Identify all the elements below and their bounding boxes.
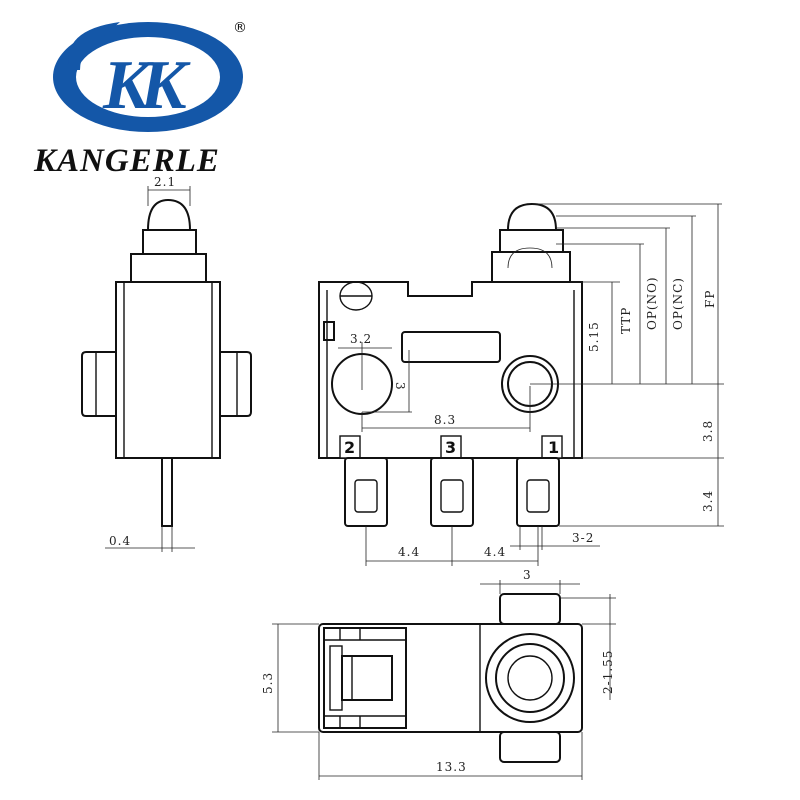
dim-plunger-base-width: 3 (523, 568, 532, 582)
label-fp: FP (703, 290, 717, 308)
dim-hole-to-terminal: 3.8 (701, 420, 715, 442)
pin-label-1: 1 (548, 438, 559, 457)
dim-hole-offset-y: 3 (393, 382, 407, 391)
dim-plunger-width: 2.1 (154, 175, 176, 189)
dim-hole-spacing: 8.3 (434, 413, 456, 427)
dim-terminal-pitch-left: 4.4 (398, 545, 420, 559)
registered-mark: ® (233, 20, 247, 36)
pin-label-3: 3 (445, 438, 456, 457)
dim-terminal-length: 3.4 (701, 490, 715, 512)
dim-lever-thickness: 0.4 (109, 534, 131, 548)
label-op-nc: OP(NC) (671, 277, 685, 330)
dim-hole-spec: 2-1.55 (601, 650, 615, 694)
dim-body-height: 5.3 (261, 672, 275, 694)
top-view: 3 5.3 2-1.55 13.3 (261, 568, 616, 780)
label-op-no: OP(NO) (645, 276, 659, 330)
logo-mark: K (102, 47, 154, 124)
brand-name: KANGERLE (33, 143, 220, 179)
dim-terminal-offset: 3-2 (572, 531, 594, 545)
dim-hole-offset-x: 3.2 (350, 332, 372, 346)
pin-label-2: 2 (344, 438, 355, 457)
dim-body-length: 13.3 (436, 760, 467, 774)
dim-plunger-to-hole: 5.15 (587, 321, 601, 352)
label-ttp: TTP (619, 307, 633, 334)
logo-mark-2: K (139, 47, 191, 124)
side-view: 2.1 0.4 (81, 175, 252, 552)
dim-terminal-pitch-right: 4.4 (484, 545, 506, 559)
brand-logo: K K ® KANGERLE (33, 20, 247, 179)
front-view: 2 3 1 3.2 3 8.3 5.15 TTP OP(N (318, 202, 724, 566)
